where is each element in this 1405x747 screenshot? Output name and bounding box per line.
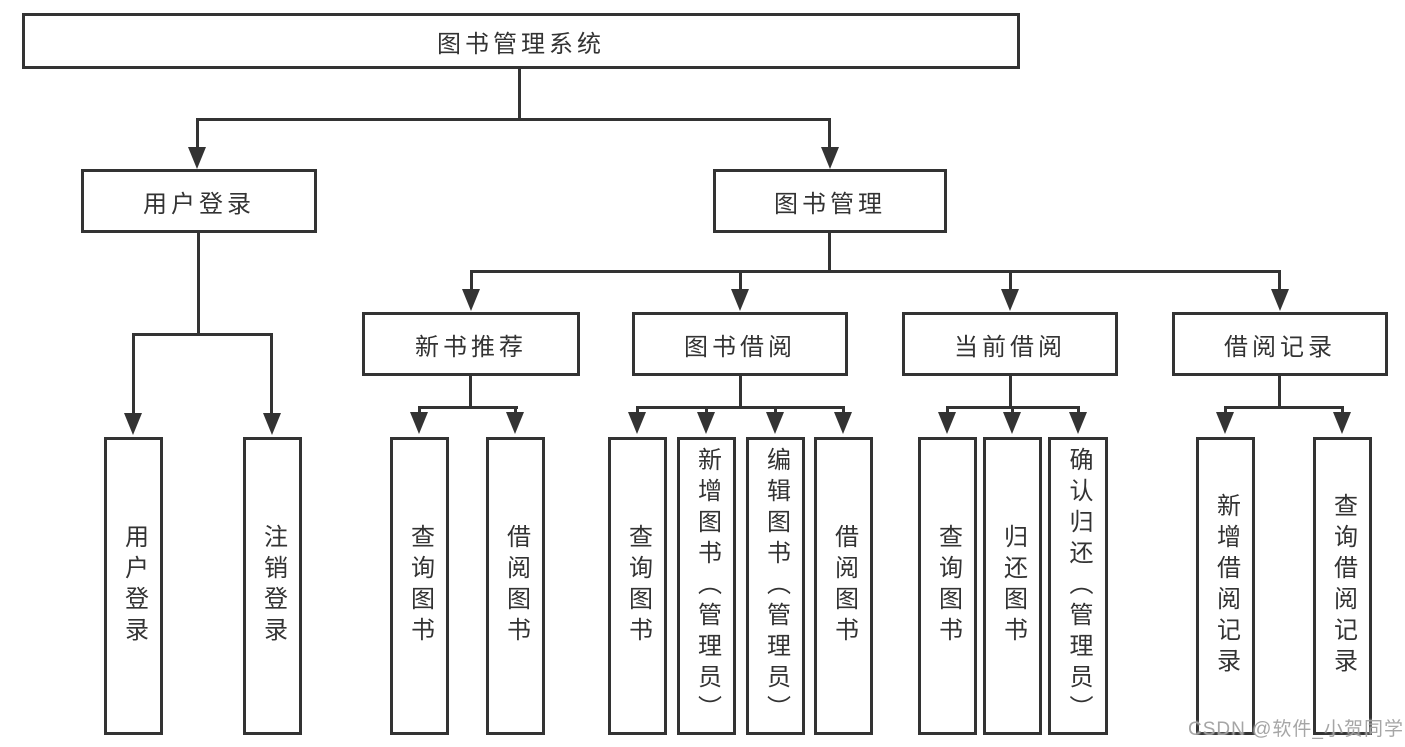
- leaf-label: 新增图书（管理员）: [693, 446, 721, 726]
- arrowhead-down-icon: [263, 413, 281, 435]
- arrowhead-down-icon: [1001, 289, 1019, 311]
- leaf-confirm-return-admin: 确认归还（管理员）: [1048, 437, 1108, 735]
- connector-line: [196, 118, 199, 150]
- arrowhead-down-icon: [506, 412, 524, 434]
- leaf-borrow-books-recommend: 借阅图书: [486, 437, 545, 735]
- arrowhead-down-icon: [1003, 412, 1021, 434]
- leaf-label: 借阅图书: [830, 524, 858, 648]
- connector-line: [1224, 406, 1227, 414]
- connector-line: [132, 333, 135, 415]
- arrowhead-down-icon: [410, 412, 428, 434]
- leaf-query-books-borrow: 查询图书: [608, 437, 667, 735]
- connector-line: [828, 233, 831, 272]
- leaf-label: 编辑图书（管理员）: [762, 446, 790, 726]
- connector-line: [418, 406, 421, 414]
- node-label: 图书借阅: [684, 333, 796, 361]
- arrowhead-down-icon: [1216, 412, 1234, 434]
- node-root-system: 图书管理系统: [22, 13, 1020, 69]
- arrowhead-down-icon: [124, 413, 142, 435]
- leaf-label: 查询图书: [624, 524, 652, 648]
- connector-line: [518, 68, 521, 120]
- connector-line: [705, 406, 708, 414]
- arrowhead-down-icon: [188, 147, 206, 169]
- connector-line: [739, 270, 742, 291]
- leaf-label: 查询图书: [406, 524, 434, 648]
- connector-line: [270, 333, 273, 415]
- connector-line: [418, 406, 518, 409]
- arrowhead-down-icon: [697, 412, 715, 434]
- arrowhead-down-icon: [1333, 412, 1351, 434]
- arrowhead-down-icon: [731, 289, 749, 311]
- leaf-query-borrow-record: 查询借阅记录: [1313, 437, 1372, 735]
- leaf-label: 确认归还（管理员）: [1065, 446, 1092, 726]
- node-label: 当前借阅: [954, 333, 1066, 361]
- arrowhead-down-icon: [938, 412, 956, 434]
- arrowhead-down-icon: [766, 412, 784, 434]
- connector-line: [1011, 406, 1014, 414]
- connector-line: [1278, 270, 1281, 291]
- node-label: 新书推荐: [415, 333, 527, 361]
- connector-line: [828, 118, 831, 150]
- node-borrow-records: 借阅记录: [1172, 312, 1388, 376]
- connector-line: [470, 270, 473, 291]
- connector-line: [636, 406, 845, 409]
- arrowhead-down-icon: [1271, 289, 1289, 311]
- connector-line: [514, 406, 517, 414]
- connector-line: [774, 406, 777, 414]
- node-current-borrow: 当前借阅: [902, 312, 1118, 376]
- connector-line: [842, 406, 845, 414]
- node-book-management: 图书管理: [713, 169, 947, 233]
- leaf-label: 借阅图书: [502, 524, 530, 648]
- leaf-label: 用户登录: [120, 524, 148, 648]
- node-label: 图书管理: [774, 190, 886, 218]
- connector-line: [946, 406, 949, 414]
- node-user-login-group: 用户登录: [81, 169, 317, 233]
- arrowhead-down-icon: [1069, 412, 1087, 434]
- connector-line: [1278, 376, 1281, 408]
- leaf-add-books-admin: 新增图书（管理员）: [677, 437, 736, 735]
- connector-line: [197, 233, 200, 335]
- connector-line: [1009, 270, 1012, 291]
- node-label: 借阅记录: [1224, 333, 1336, 361]
- csdn-watermark: CSDN @软件_小贺同学: [1188, 719, 1404, 740]
- connector-line: [196, 118, 831, 121]
- connector-line: [1224, 406, 1343, 409]
- node-new-book-recommend: 新书推荐: [362, 312, 580, 376]
- leaf-add-borrow-record: 新增借阅记录: [1196, 437, 1255, 735]
- leaf-borrow-books: 借阅图书: [814, 437, 873, 735]
- connector-line: [1077, 406, 1080, 414]
- arrowhead-down-icon: [628, 412, 646, 434]
- node-label: 用户登录: [143, 190, 255, 218]
- arrowhead-down-icon: [462, 289, 480, 311]
- leaf-query-books-recommend: 查询图书: [390, 437, 449, 735]
- leaf-label: 新增借阅记录: [1212, 493, 1240, 679]
- arrowhead-down-icon: [821, 147, 839, 169]
- node-book-borrow: 图书借阅: [632, 312, 848, 376]
- connector-line: [1341, 406, 1344, 414]
- connector-line: [469, 376, 472, 408]
- leaf-user-login: 用户登录: [104, 437, 163, 735]
- leaf-label: 查询图书: [934, 524, 962, 648]
- leaf-query-books-current: 查询图书: [918, 437, 977, 735]
- connector-line: [1009, 376, 1012, 408]
- connector-line: [739, 376, 742, 408]
- arrowhead-down-icon: [834, 412, 852, 434]
- leaf-logout: 注销登录: [243, 437, 302, 735]
- connector-line: [132, 333, 273, 336]
- leaf-label: 查询借阅记录: [1329, 493, 1357, 679]
- connector-line: [636, 406, 639, 414]
- leaf-edit-books-admin: 编辑图书（管理员）: [746, 437, 805, 735]
- node-label: 图书管理系统: [437, 30, 605, 58]
- connector-line: [470, 270, 1281, 273]
- leaf-label: 归还图书: [999, 524, 1027, 648]
- leaf-label: 注销登录: [259, 524, 287, 648]
- leaf-return-books: 归还图书: [983, 437, 1042, 735]
